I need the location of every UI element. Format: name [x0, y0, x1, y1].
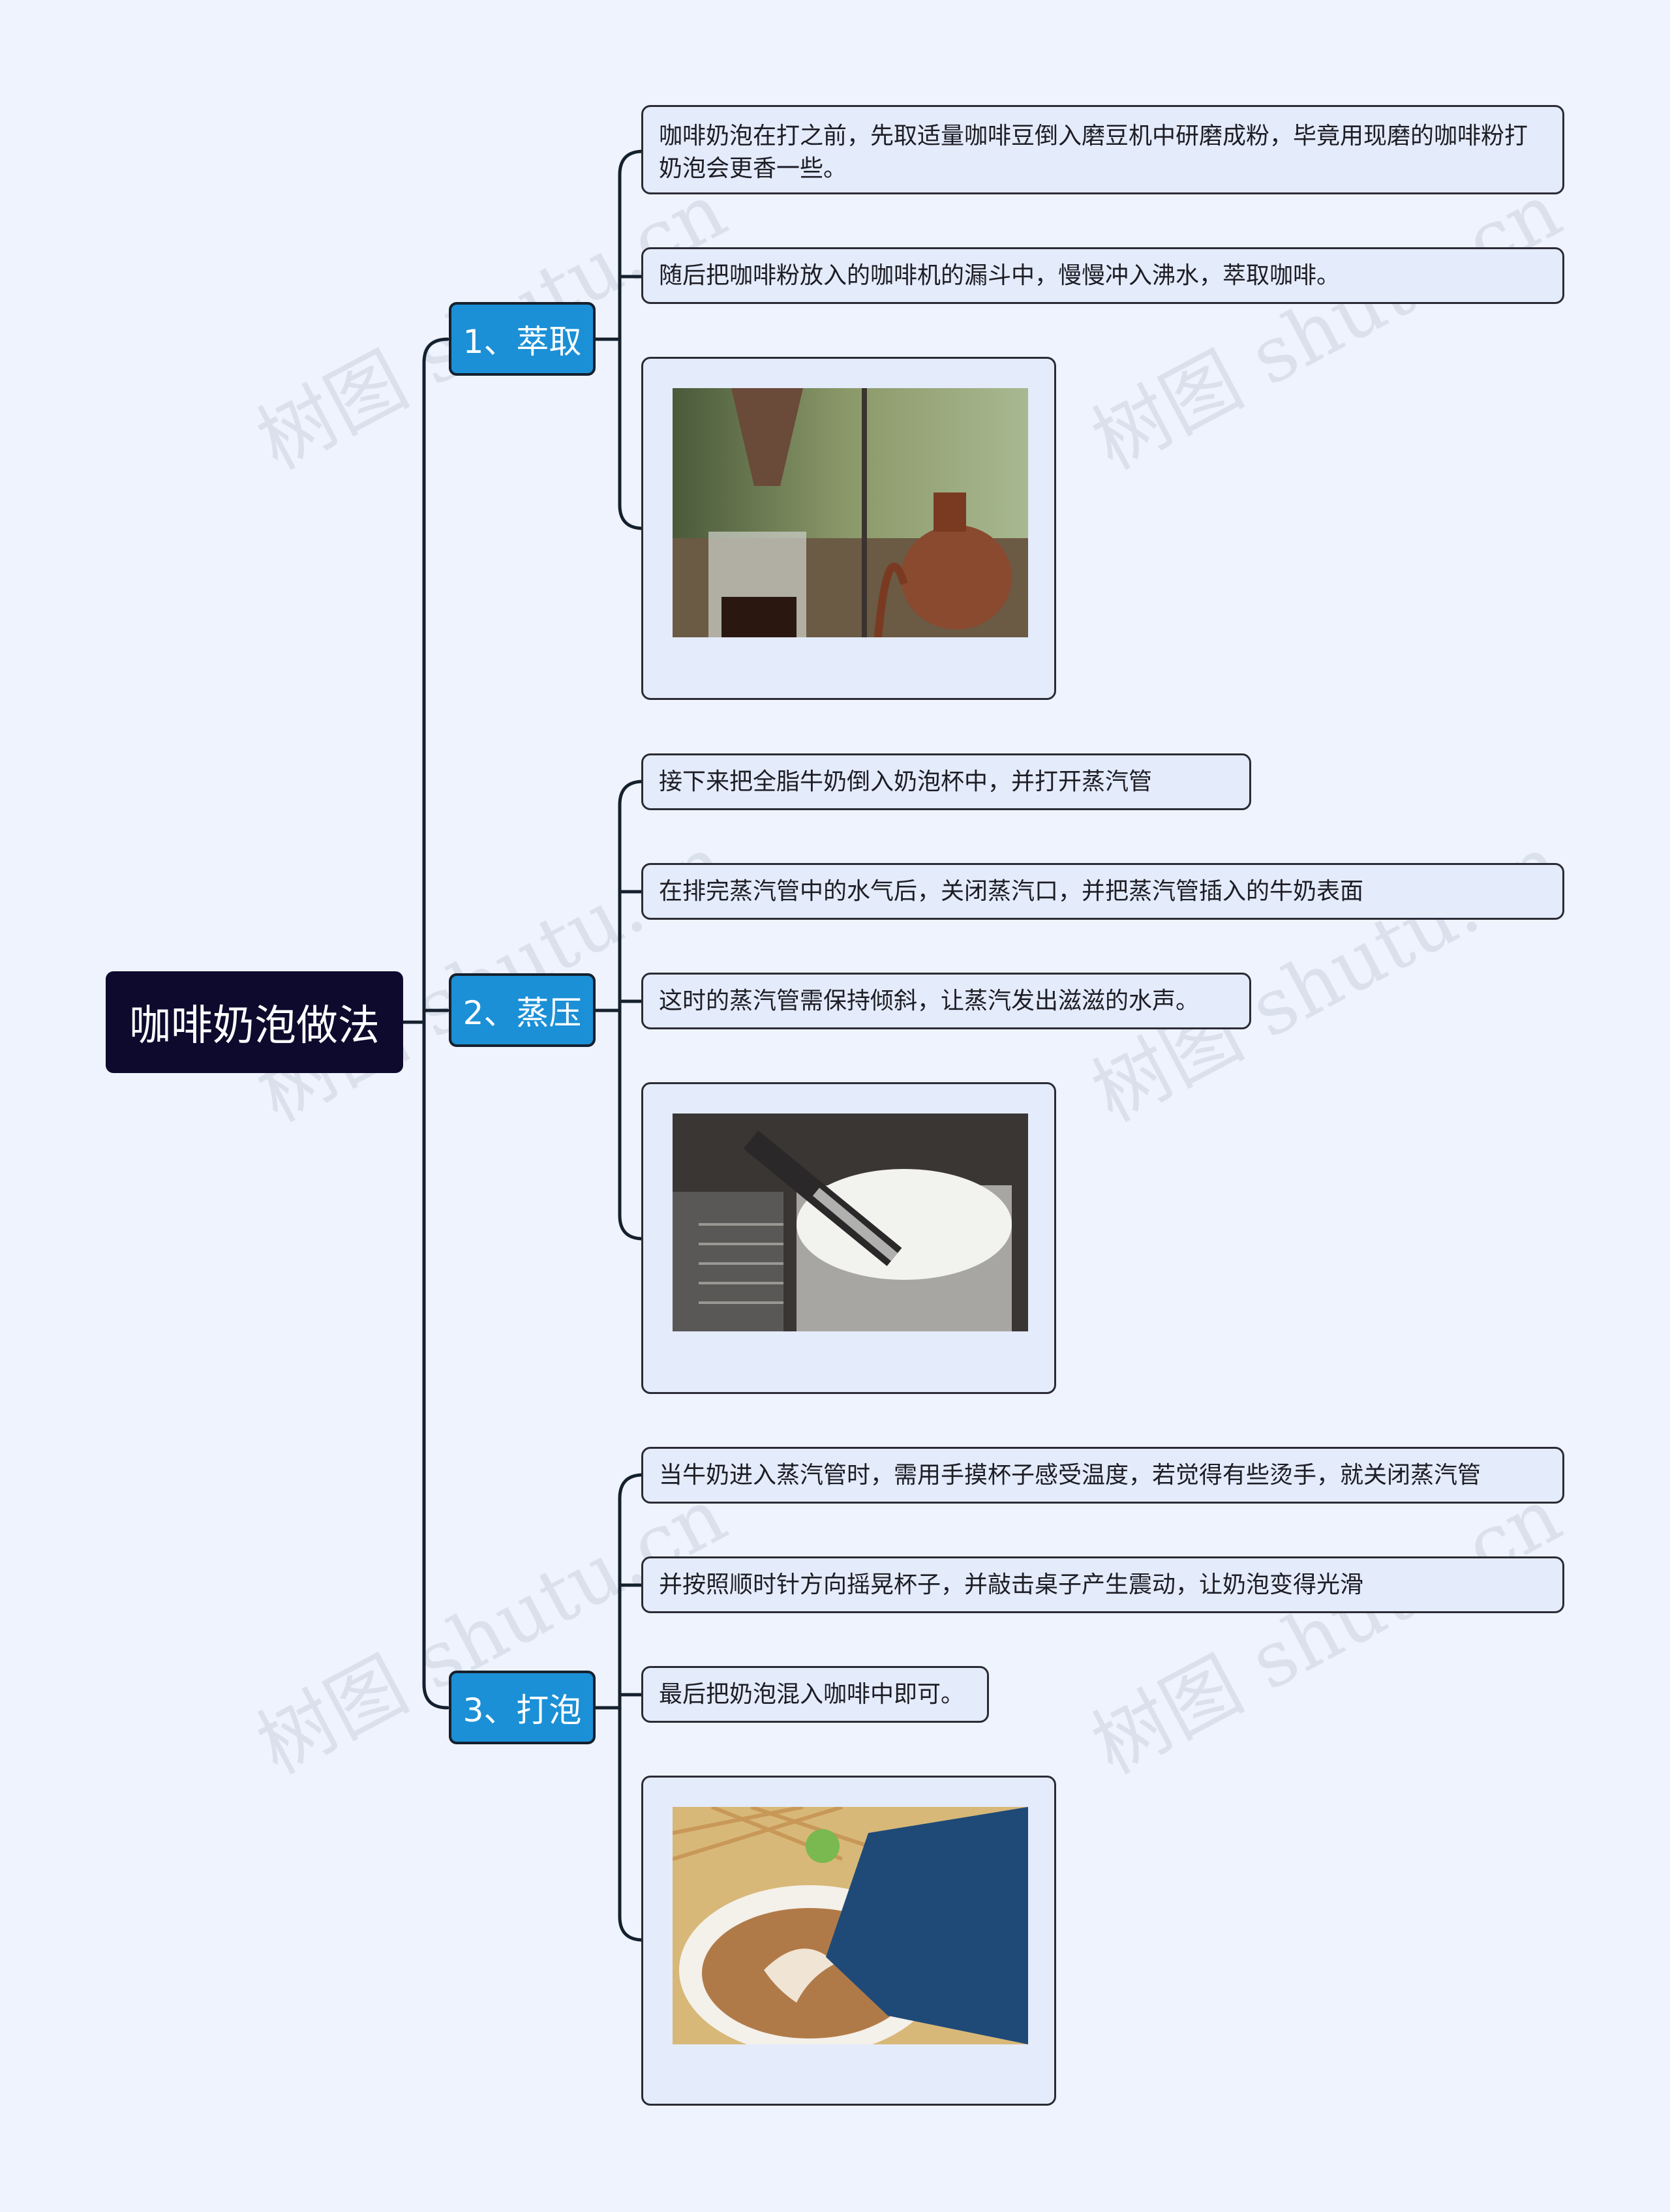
note-text: 咖啡奶泡在打之前，先取适量咖啡豆倒入磨豆机中研磨成粉，毕竟用现磨的咖啡粉打奶泡会…: [659, 123, 1528, 182]
note-text: 最后把奶泡混入咖啡中即可。: [659, 1680, 965, 1708]
note-text: 当牛奶进入蒸汽管时，需用手摸杯子感受温度，若觉得有些烫手，就关闭蒸汽管: [659, 1461, 1481, 1489]
note-insert-steam-wand[interactable]: 在排完蒸汽管中的水气后，关闭蒸汽口，并把蒸汽管插入的牛奶表面: [641, 863, 1564, 920]
note-grind-beans[interactable]: 咖啡奶泡在打之前，先取适量咖啡豆倒入磨豆机中研磨成粉，毕竟用现磨的咖啡粉打奶泡会…: [641, 105, 1564, 194]
note-brew-coffee[interactable]: 随后把咖啡粉放入的咖啡机的漏斗中，慢慢冲入沸水，萃取咖啡。: [641, 247, 1564, 304]
note-text: 并按照顺时针方向摇晃杯子，并敲击桌子产生震动，让奶泡变得光滑: [659, 1571, 1364, 1598]
root-topic-label: 咖啡奶泡做法: [129, 1002, 380, 1050]
steaming-milk-photo: [673, 1114, 1028, 1331]
branch-label: 3、打泡: [463, 1691, 582, 1729]
note-pour-milk[interactable]: 接下来把全脂牛奶倒入奶泡杯中，并打开蒸汽管: [641, 753, 1251, 810]
image-card-latte-art[interactable]: [641, 1776, 1056, 2106]
note-check-temperature[interactable]: 当牛奶进入蒸汽管时，需用手摸杯子感受温度，若觉得有些烫手，就关闭蒸汽管: [641, 1447, 1564, 1504]
branch-label: 1、萃取: [463, 322, 582, 361]
branch-label: 2、蒸压: [463, 993, 582, 1032]
branch-extraction[interactable]: 1、萃取: [449, 302, 596, 376]
note-swirl-cup[interactable]: 并按照顺时针方向摇晃杯子，并敲击桌子产生震动，让奶泡变得光滑: [641, 1556, 1564, 1613]
image-card-pour-over[interactable]: [641, 357, 1056, 700]
branch-frothing[interactable]: 3、打泡: [449, 1671, 596, 1744]
image-card-steaming[interactable]: [641, 1082, 1056, 1394]
pour-over-coffee-photo: [673, 388, 1028, 637]
note-text: 随后把咖啡粉放入的咖啡机的漏斗中，慢慢冲入沸水，萃取咖啡。: [659, 262, 1341, 289]
note-text: 这时的蒸汽管需保持倾斜，让蒸汽发出滋滋的水声。: [659, 987, 1200, 1014]
branch-steaming[interactable]: 2、蒸压: [449, 973, 596, 1047]
note-mix-foam[interactable]: 最后把奶泡混入咖啡中即可。: [641, 1666, 989, 1723]
note-tilt-steam-wand[interactable]: 这时的蒸汽管需保持倾斜，让蒸汽发出滋滋的水声。: [641, 973, 1251, 1029]
latte-art-photo: [673, 1807, 1028, 2044]
note-text: 在排完蒸汽管中的水气后，关闭蒸汽口，并把蒸汽管插入的牛奶表面: [659, 877, 1364, 905]
note-text: 接下来把全脂牛奶倒入奶泡杯中，并打开蒸汽管: [659, 768, 1153, 795]
root-topic[interactable]: 咖啡奶泡做法: [106, 971, 403, 1073]
